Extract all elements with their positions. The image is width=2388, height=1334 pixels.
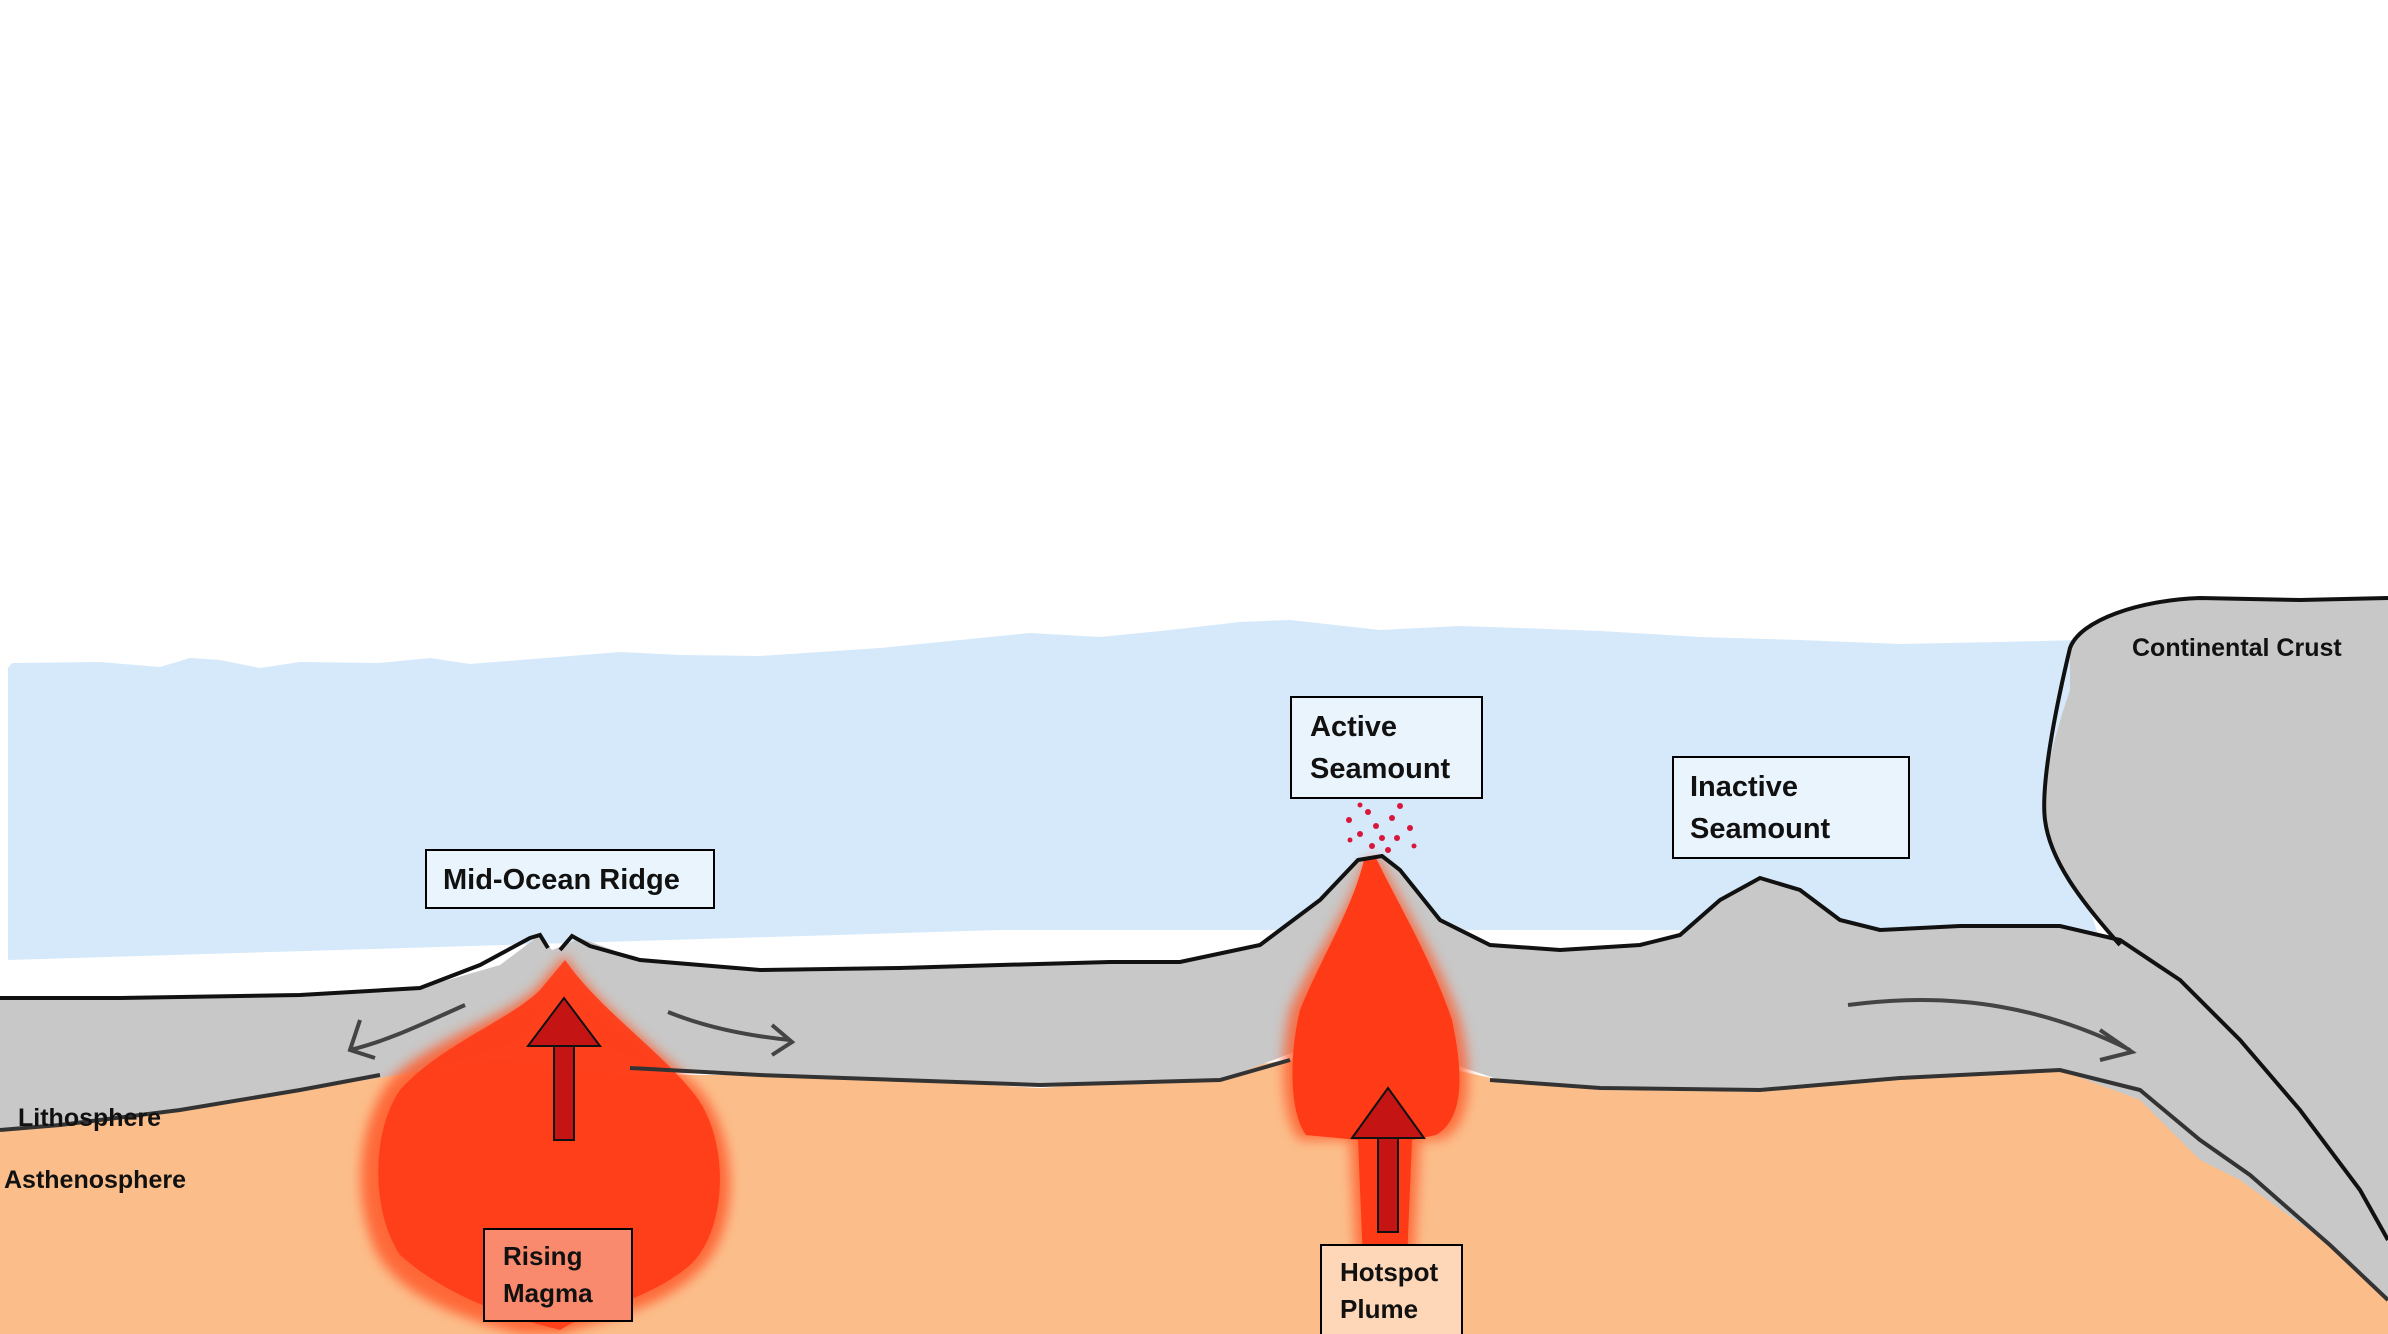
hotspot-plume-label: Hotspot Plume [1320,1244,1463,1334]
asthenosphere-layer [0,1058,2388,1334]
inactive-seamount-line-1: Inactive [1690,771,1798,803]
mid-ocean-ridge-label: Mid-Ocean Ridge [425,849,715,909]
asthenosphere-label: Asthenosphere [4,1166,186,1194]
continental-crust-label: Continental Crust [2132,634,2342,662]
lithosphere-base-outline [0,1058,2388,1302]
hotspot-plume-core [1292,858,1460,1334]
eruption-dots [1346,793,1417,853]
oceanic-lithosphere [0,856,2388,1300]
lithosphere-label: Lithosphere [18,1104,162,1132]
continental-crust-outline [2042,595,2388,947]
inactive-seamount-label: Inactive Seamount [1672,756,1910,859]
rising-magma-label: Rising Magma [483,1228,633,1322]
rising-magma-line-1: Rising [503,1241,583,1271]
active-seamount-label: Active Seamount [1290,696,1483,799]
rising-magma-line-2: Magma [503,1278,593,1308]
rising-magma-up-arrow [526,996,602,1141]
hotspot-plume-line-2: Plume [1340,1294,1419,1324]
seafloor-outline-left [0,932,550,1000]
plate-motion-arrow-left [347,1003,466,1060]
hotspot-plume-line-1: Hotspot [1340,1257,1439,1287]
mid-ocean-ridge-text: Mid-Ocean Ridge [443,864,680,896]
rising-magma-core [378,960,720,1330]
plate-motion-arrow-subduction [1847,998,2137,1062]
inactive-seamount-line-2: Seamount [1690,813,1831,845]
continental-crust-shape [2044,598,2388,1275]
active-seamount-line-2: Seamount [1310,753,1451,785]
active-seamount-line-1: Active [1310,711,1398,743]
seafloor-outline-ridge-right [558,853,2388,1241]
hotspot-up-arrow [1350,1086,1426,1233]
plate-motion-arrow-right [667,1010,796,1057]
